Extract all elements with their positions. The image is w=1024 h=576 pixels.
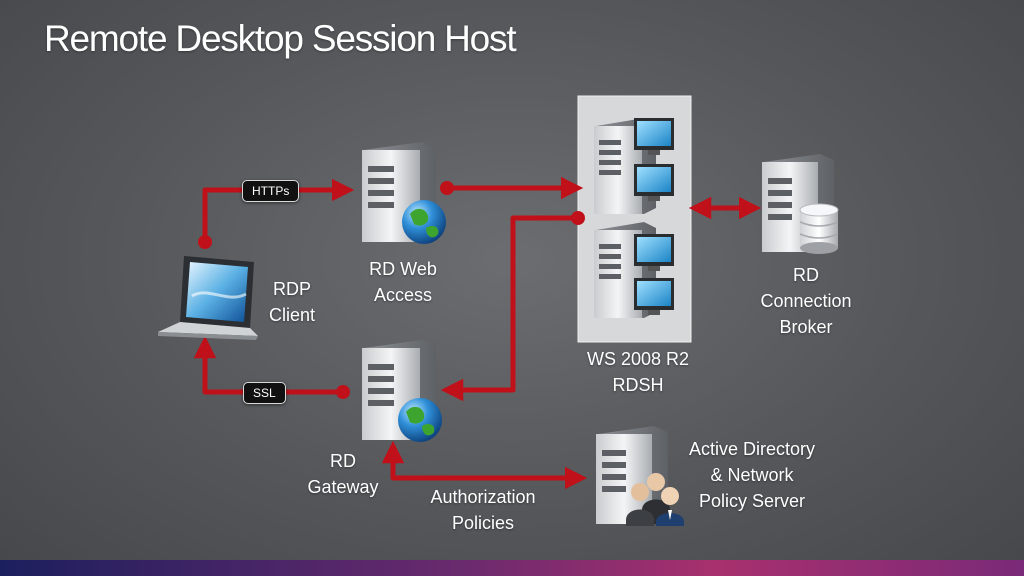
active-directory-label: Active Directory & Network Policy Server [688, 439, 816, 511]
connector-dots [198, 181, 585, 399]
globe-icon [398, 398, 442, 442]
connection-broker-label: RD Connection Broker [760, 265, 852, 337]
ssl-tag: SSL [243, 382, 286, 404]
rdp-client-label: RDP Client [268, 279, 316, 325]
monitor-icon [634, 164, 674, 201]
rd-gateway-label: RD Gateway [307, 451, 379, 497]
connector-rdsh-to-gateway [440, 215, 578, 402]
monitor-icon [634, 234, 674, 271]
globe-icon [402, 200, 446, 244]
connector-gateway-to-client [193, 335, 343, 395]
monitor-icon [634, 118, 674, 155]
connector-gateway-ad [381, 440, 588, 490]
authorization-policies-label: Authorization Policies [430, 487, 536, 533]
laptop-icon [158, 256, 258, 340]
database-icon [799, 203, 839, 254]
monitor-icon [634, 278, 674, 315]
rdsh-label: WS 2008 R2 RDSH [586, 349, 690, 395]
rd-web-access-label: RD Web Access [369, 259, 437, 305]
page-title: Remote Desktop Session Host [44, 18, 517, 59]
users-icon [626, 473, 684, 526]
active-directory-server [596, 426, 668, 524]
connectors [193, 176, 762, 490]
bottom-accent-bar [0, 560, 1024, 576]
https-tag: HTTPs [242, 180, 300, 202]
